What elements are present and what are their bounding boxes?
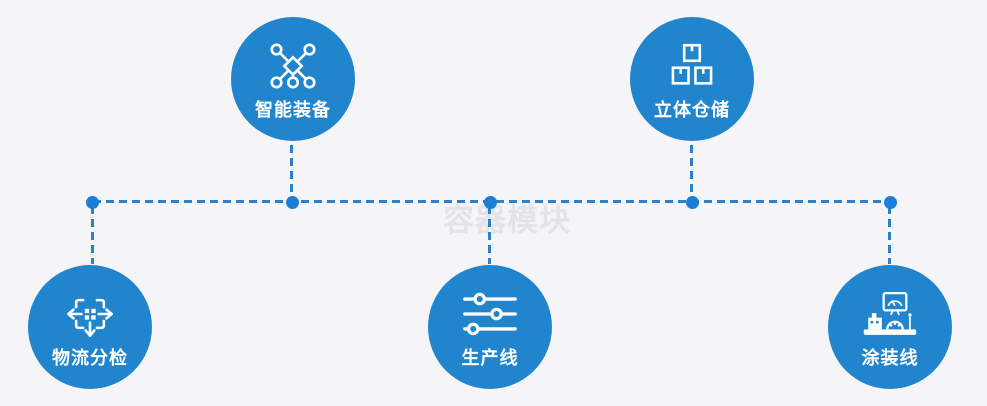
connector-vertical-painting-line: [888, 206, 891, 264]
connector-dot: [484, 196, 497, 209]
connector-dot: [884, 196, 897, 209]
sliders-icon: [462, 288, 518, 340]
node-painting-line: 涂装线: [828, 265, 952, 389]
watermark-text: 容器模块: [443, 203, 571, 238]
connector-vertical-logistics-sorting: [91, 206, 94, 264]
connector-dot: [86, 196, 99, 209]
connector-dot: [686, 196, 699, 209]
node-label: 立体仓储: [654, 99, 730, 120]
connector-dot: [286, 196, 299, 209]
connector-vertical-production-line: [488, 206, 491, 264]
sorting-arrows-icon: [64, 288, 116, 340]
coating-machine-icon: [861, 288, 919, 340]
node-warehouse: 立体仓储: [630, 17, 754, 141]
network-nodes-icon: [267, 40, 319, 92]
node-logistics-sorting: 物流分检: [28, 265, 152, 389]
node-label: 智能装备: [255, 99, 331, 120]
node-label: 物流分检: [52, 347, 128, 368]
connector-vertical-warehouse: [690, 145, 693, 199]
connector-vertical-smart-equipment: [290, 145, 293, 199]
node-label: 生产线: [461, 347, 519, 368]
node-smart-equipment: 智能装备: [231, 17, 355, 141]
node-production-line: 生产线: [428, 265, 552, 389]
node-label: 涂装线: [861, 347, 919, 368]
stacked-boxes-icon: [666, 40, 718, 92]
